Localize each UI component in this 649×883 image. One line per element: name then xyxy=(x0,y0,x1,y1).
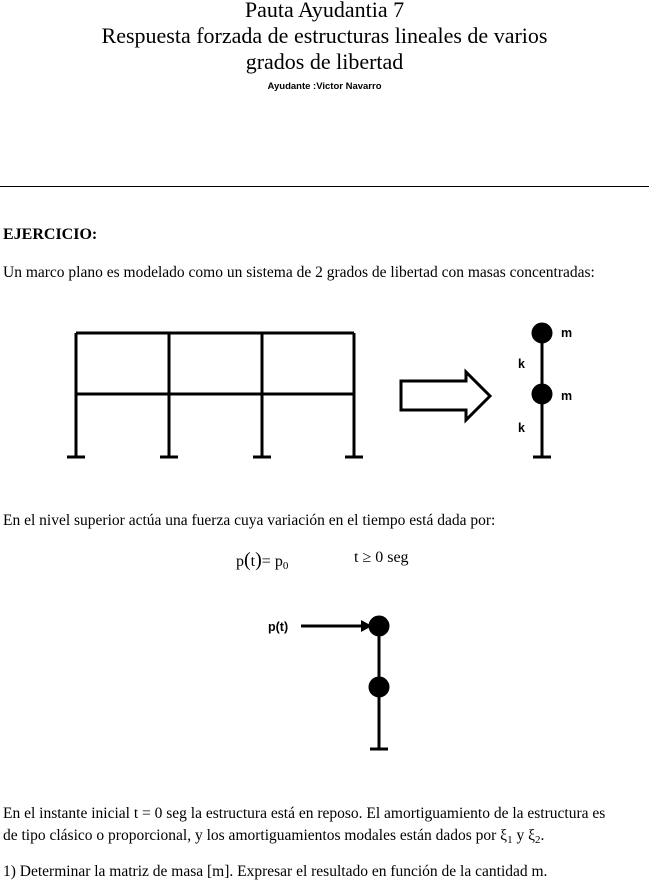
document-title-line-2: Respuesta forzada de estructuras lineale… xyxy=(101,23,548,48)
conditions-line-1: En el instante inicial t = 0 seg la estr… xyxy=(3,805,606,822)
assistant-name: Ayudante :Victor Navarro xyxy=(267,81,382,92)
conditions-line-2: de tipo clásico o proporcional, y los am… xyxy=(3,827,545,846)
document-title-line-1: Pauta Ayudantia 7 xyxy=(244,0,405,22)
exercise-intro: Un marco plano es modelado como un siste… xyxy=(3,264,595,281)
document-title-line-3: grados de libertad xyxy=(245,49,404,74)
loaded-model xyxy=(301,615,390,751)
loaded-mass-bottom xyxy=(368,676,390,698)
exercise-heading: EJERCICIO: xyxy=(3,226,98,243)
mass-top xyxy=(531,322,553,344)
force-arrowhead xyxy=(361,620,372,632)
force-equation: p(t)= p0 xyxy=(236,549,289,572)
frame-diagram xyxy=(67,331,363,459)
label-mass-top: m xyxy=(561,326,573,340)
force-label: p(t) xyxy=(268,620,289,634)
two-dof-model xyxy=(531,322,553,459)
label-spring-top: k xyxy=(518,357,525,371)
label-mass-bottom: m xyxy=(561,389,573,403)
header-divider xyxy=(0,186,649,187)
mass-bottom xyxy=(531,383,553,405)
force-intro: En el nivel superior actúa una fuerza cu… xyxy=(3,512,496,529)
label-spring-bottom: k xyxy=(518,421,525,435)
force-condition: t ≥ 0 seg xyxy=(354,549,409,566)
loaded-mass-top xyxy=(368,615,390,637)
model-arrow xyxy=(399,368,493,424)
question-1: 1) Determinar la matriz de masa [m]. Exp… xyxy=(3,863,548,880)
